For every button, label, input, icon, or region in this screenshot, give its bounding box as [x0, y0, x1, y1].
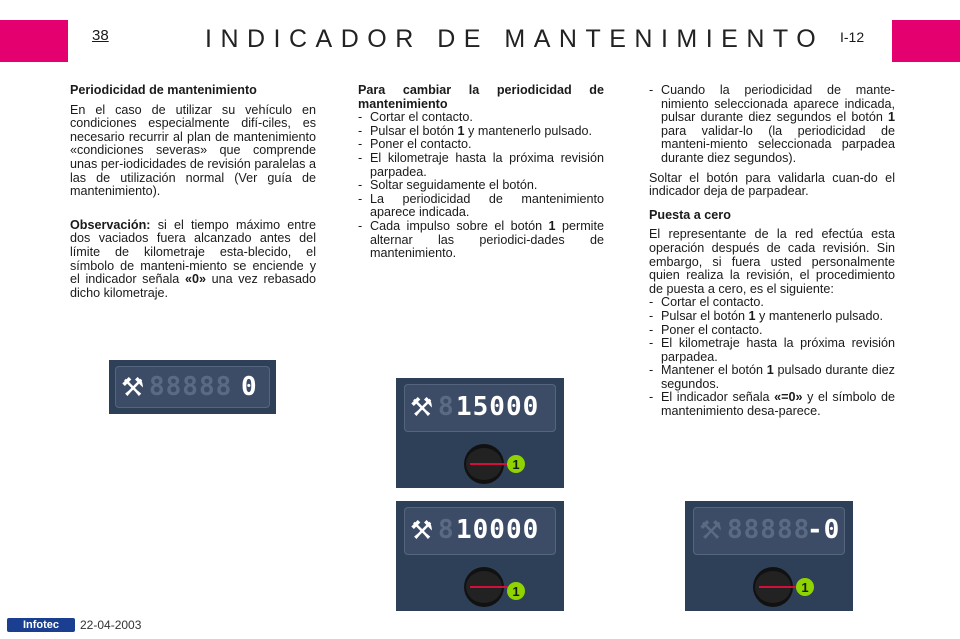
list-item: -La periodicidad de mantenimiento aparec… [358, 191, 604, 220]
callout-marker: 1 [796, 578, 814, 596]
lcd-value: -0 [807, 515, 841, 545]
step-text: El kilometraje hasta la próxima revisión… [370, 150, 604, 179]
column-middle: Para cambiar la periodicidad de mantenim… [358, 83, 604, 261]
step-text-end: y mantenerlo pulsado. [464, 123, 592, 138]
step-text: La periodicidad de mantenimiento aparece… [370, 191, 604, 220]
reset-step-list: -Cortar el contacto.-Pulsar el botón 1 y… [649, 296, 895, 418]
column-left: Periodicidad de mantenimiento En el caso… [70, 83, 316, 301]
knob-button-icon [464, 444, 508, 484]
button-ref: «=0» [774, 390, 803, 405]
button-ref: 1 [548, 218, 556, 233]
list-item: -Pulsar el botón 1 y mantenerlo pulsado. [649, 308, 883, 323]
section-heading: Periodicidad de mantenimiento [70, 83, 257, 97]
callout-label: 1 [801, 580, 808, 595]
lcd-screen: ⚒ 8 15000 [404, 384, 556, 432]
display-panel-reset: ⚒ 88888 -0 1 [685, 501, 853, 611]
step-text: Cuando la periodicidad de mante-nimiento… [661, 83, 895, 125]
knob-button-icon [753, 567, 797, 607]
step-text: Poner el contacto. [661, 322, 763, 337]
step-text: El indicador señala [661, 390, 775, 405]
step-text-end: y mantenerlo pulsado. [755, 308, 883, 323]
list-item: -El kilometraje hasta la próxima revisió… [358, 150, 604, 179]
page-code: I-12 [840, 29, 865, 45]
step-text-end: para validar-lo (la periodicidad de mant… [661, 123, 895, 165]
step-text: Poner el contacto. [370, 137, 472, 152]
header-accent-right [892, 20, 960, 62]
reset-heading: Puesta a cero [649, 207, 731, 222]
wrench-icon: ⚒ [121, 372, 145, 402]
lcd-screen: ⚒ 8 10000 [404, 507, 556, 555]
section-paragraph: En el caso de utilizar su vehículo en co… [70, 102, 316, 199]
wrench-icon: ⚒ [699, 515, 723, 545]
list-item: -Cada impulso sobre el botón 1 permite a… [358, 218, 604, 261]
callout-marker: 1 [507, 455, 525, 473]
button-ref: 1 [748, 308, 756, 323]
reset-paragraph: El representante de la red efectúa esta … [649, 227, 895, 296]
observation-text-end: una vez rebasado dicho kilometraje. [70, 272, 316, 300]
step-list: -Cortar el contacto.-Pulsar el botón 1 y… [358, 110, 604, 261]
wrench-icon: ⚒ [410, 392, 434, 422]
page-number: 38 [92, 27, 109, 44]
observation-paragraph: Observación: si el tiempo máximo entre d… [70, 217, 316, 301]
display-panel-10000: ⚒ 8 10000 1 [396, 501, 564, 611]
step-text: Mantener el botón [661, 363, 767, 378]
list-item: -Cortar el contacto. [358, 110, 473, 125]
lcd-screen: ⚒ 88888 0 [115, 366, 270, 408]
list-item: -Mantener el botón 1 pulsado durante die… [649, 363, 895, 391]
callout-marker: 1 [507, 582, 525, 600]
page-header: 38 INDICADOR DE MANTENIMIENTO I-12 [0, 20, 960, 62]
button-ref: 1 [457, 123, 465, 138]
step-text-end: permite alternar las periodici-dades de … [370, 218, 604, 261]
lcd-ghost-digits: 88888 [149, 372, 233, 402]
list-item: -Soltar seguidamente el botón. [358, 178, 538, 193]
step-text: Cortar el contacto. [370, 110, 473, 125]
list-item: - Cuando la periodicidad de mante-nimien… [649, 83, 895, 165]
step-text: Soltar seguidamente el botón. [370, 178, 538, 193]
column-right: - Cuando la periodicidad de mante-nimien… [649, 83, 895, 419]
callout-label: 1 [512, 584, 519, 599]
wrench-icon: ⚒ [410, 515, 434, 545]
list-item: -Poner el contacto. [649, 322, 763, 337]
step-text: Cortar el contacto. [661, 295, 764, 310]
list-item: -Poner el contacto. [358, 137, 472, 152]
release-paragraph: Soltar el botón para validarla cuan-do e… [649, 170, 895, 199]
button-ref: 1 [766, 363, 774, 378]
observation-value: «0» [184, 272, 206, 287]
lcd-value: 0 [241, 372, 258, 402]
step-text-end: pulsado durante diez segundos. [661, 363, 895, 391]
step-text: Pulsar el botón [661, 308, 749, 323]
page-title: INDICADOR DE MANTENIMIENTO [205, 25, 825, 53]
lcd-value: 10000 [456, 515, 540, 545]
display-panel-zero: ⚒ 88888 0 [109, 360, 276, 414]
lcd-ghost-digits: 8 [438, 392, 455, 422]
list-item: -El kilometraje hasta la próxima revisió… [649, 336, 895, 364]
step-text-end: y el símbolo de mantenimiento desa-parec… [661, 390, 896, 419]
list-item: -Cortar el contacto. [649, 295, 764, 310]
observation-text: si el tiempo máximo entre dos vaciados f… [70, 217, 316, 287]
observation-label: Observación: [70, 217, 151, 232]
header-accent-left [0, 20, 68, 62]
footer-date: 22-04-2003 [80, 618, 142, 632]
callout-label: 1 [512, 457, 519, 472]
button-ref: 1 [887, 110, 895, 125]
list-item: -El indicador señala «=0» y el símbolo d… [649, 390, 896, 419]
knob-button-icon [464, 567, 508, 607]
lcd-screen: ⚒ 88888 -0 [693, 507, 845, 555]
lcd-value: 15000 [456, 392, 540, 422]
lcd-ghost-digits: 88888 [727, 515, 811, 545]
step-text: Pulsar el botón [370, 123, 458, 138]
step-text: El kilometraje hasta la próxima revisión… [661, 336, 895, 364]
infotec-logo: Infotec [7, 618, 75, 632]
display-panel-15000: ⚒ 8 15000 1 [396, 378, 564, 488]
list-item: -Pulsar el botón 1 y mantenerlo pulsado. [358, 123, 592, 138]
lcd-ghost-digits: 8 [438, 515, 455, 545]
step-text: Cada impulso sobre el botón [370, 218, 549, 233]
section-heading: Para cambiar la periodicidad de mantenim… [358, 83, 604, 111]
